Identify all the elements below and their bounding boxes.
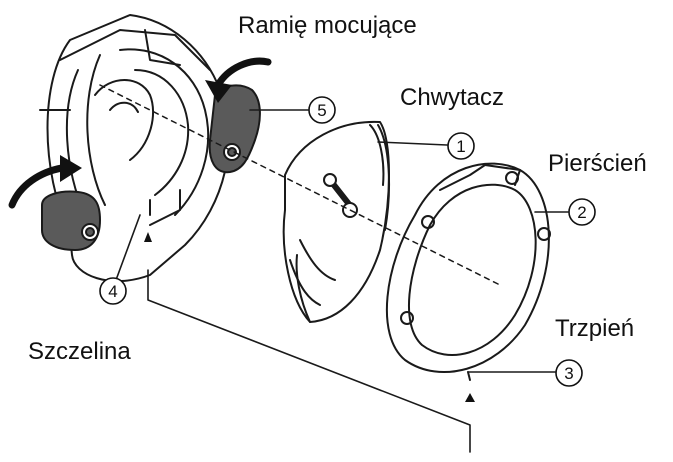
- alignment-dashed-line: [99, 84, 501, 286]
- leader-line-4: [115, 214, 141, 281]
- triangle-marker-icon: [144, 232, 152, 242]
- clamp-block-left: [41, 190, 101, 251]
- callout-2: 2: [568, 198, 596, 226]
- svg-text:3: 3: [564, 364, 573, 383]
- svg-text:4: 4: [108, 282, 117, 301]
- leader-line-1: [377, 141, 448, 146]
- svg-text:5: 5: [317, 101, 326, 120]
- label-ring: Pierścień: [548, 150, 647, 177]
- triangle-marker-icon: [465, 393, 475, 402]
- callout-3: 3: [555, 359, 583, 387]
- callout-4: 4: [99, 277, 127, 305]
- label-slot: Szczelina: [28, 338, 131, 365]
- curved-arrow-icon: [8, 155, 82, 209]
- label-mounting-arm: Ramię mocujące: [238, 12, 417, 39]
- callout-1: 1: [447, 132, 475, 160]
- hook-part: [282, 120, 391, 323]
- callout-5: 5: [308, 96, 336, 124]
- bracket-line: [147, 269, 471, 453]
- ring-part: [385, 162, 551, 381]
- label-pin: Trzpień: [555, 315, 635, 342]
- label-hook: Chwytacz: [400, 84, 505, 111]
- svg-text:2: 2: [577, 203, 586, 222]
- curved-arrow-icon: [205, 57, 272, 103]
- svg-text:1: 1: [456, 137, 465, 156]
